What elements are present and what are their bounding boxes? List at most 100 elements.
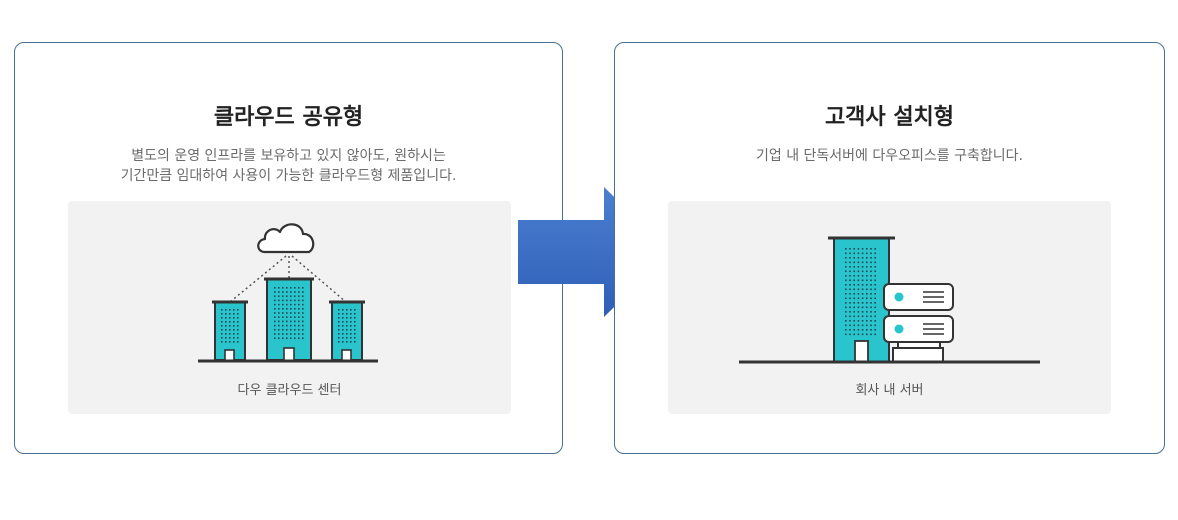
- window-dot: [845, 279, 847, 282]
- window-dot: [274, 333, 276, 335]
- window-dot: [278, 303, 280, 306]
- window-dot: [874, 306, 876, 309]
- window-dot: [225, 313, 227, 315]
- window-dot: [874, 248, 876, 250]
- on-premise-description: 기업 내 단독서버에 다우오피스를 구축합니다.: [615, 146, 1164, 166]
- window-dot: [286, 316, 288, 318]
- window-dot: [870, 270, 872, 273]
- window-dot: [342, 333, 344, 335]
- window-dot: [278, 295, 280, 297]
- window-dot: [346, 325, 348, 327]
- window-dot: [857, 275, 860, 277]
- window-dot: [870, 315, 872, 318]
- window-dot: [286, 287, 288, 289]
- window-dot: [286, 324, 288, 327]
- window-dot: [857, 293, 860, 295]
- window-dot: [233, 321, 235, 323]
- window-dot: [274, 291, 276, 293]
- window-dot: [233, 317, 235, 319]
- window-dot: [338, 321, 340, 323]
- window-dot: [290, 324, 292, 327]
- window-dot: [845, 302, 847, 304]
- on-premise-card: 고객사 설치형 기업 내 단독서버에 다우오피스를 구축합니다.: [614, 42, 1165, 454]
- building-center-icon: [264, 277, 314, 362]
- window-dot: [845, 324, 847, 327]
- window-dot: [221, 341, 223, 343]
- window-dot: [342, 329, 344, 331]
- window-dot: [845, 266, 847, 268]
- window-dot: [237, 309, 239, 311]
- window-dot: [294, 287, 296, 289]
- window-dot: [278, 287, 280, 289]
- window-dot: [290, 312, 292, 314]
- window-dot: [861, 293, 864, 295]
- window-dot: [874, 288, 876, 291]
- window-dot: [845, 311, 847, 313]
- window-dot: [874, 320, 876, 322]
- window-dot: [845, 293, 847, 295]
- window-dot: [845, 315, 847, 318]
- window-dot: [302, 324, 304, 327]
- window-dot: [853, 293, 855, 295]
- connection-line-left: [229, 255, 287, 303]
- window-dot: [338, 341, 340, 343]
- window-dot: [849, 252, 851, 255]
- window-dot: [849, 270, 851, 273]
- window-dot: [866, 329, 868, 331]
- cloud-shared-title: 클라우드 공유형: [213, 105, 364, 130]
- window-dot: [870, 302, 872, 304]
- window-dot: [278, 291, 280, 293]
- window-dot: [229, 321, 231, 323]
- window-dot: [350, 337, 352, 339]
- window-dot: [849, 288, 851, 291]
- window-dot: [853, 324, 855, 327]
- window-dot: [874, 257, 876, 259]
- window-dot: [274, 303, 276, 306]
- window-dot: [290, 287, 292, 289]
- window-dot: [870, 320, 872, 322]
- window-dot: [853, 297, 855, 300]
- window-dot: [286, 329, 288, 331]
- server-unit-upper: [883, 283, 954, 311]
- window-dot: [874, 297, 876, 300]
- window-dot: [274, 312, 276, 314]
- window-dot: [857, 306, 860, 309]
- window-dot: [229, 341, 231, 343]
- window-dot: [274, 287, 276, 289]
- window-dot: [233, 325, 235, 327]
- window-dot: [874, 275, 876, 277]
- window-dot: [278, 316, 280, 318]
- window-dot: [342, 317, 344, 319]
- server-stack-icon: [883, 283, 954, 363]
- window-dot: [294, 324, 296, 327]
- window-dot: [861, 329, 864, 331]
- window-dot: [845, 284, 847, 286]
- cloud-shared-desc-line-1: 별도의 운영 인프라를 보유하고 있지 않아도, 원하시는: [131, 148, 446, 164]
- window-dot: [870, 329, 872, 331]
- window-dot: [282, 291, 284, 293]
- window-dot: [294, 295, 296, 297]
- window-dot: [857, 302, 860, 304]
- window-dot: [849, 306, 851, 309]
- window-dot: [870, 252, 872, 255]
- window-dot: [302, 287, 304, 289]
- window-dot: [294, 316, 296, 318]
- window-dot: [237, 329, 239, 331]
- window-dot: [221, 325, 223, 327]
- window-dot: [282, 308, 284, 310]
- window-dot: [849, 279, 851, 282]
- window-dot: [849, 329, 851, 331]
- window-dot: [298, 287, 300, 289]
- window-dot: [849, 293, 851, 295]
- window-dot: [229, 309, 231, 311]
- window-dot: [298, 308, 300, 310]
- window-dot: [302, 295, 304, 297]
- window-dot: [354, 317, 356, 319]
- window-dot: [229, 317, 231, 319]
- window-dot: [274, 320, 276, 323]
- window-dot: [350, 341, 352, 343]
- window-dot: [221, 333, 223, 335]
- window-dot: [274, 337, 276, 339]
- window-dot: [346, 341, 348, 343]
- window-dot: [866, 284, 868, 286]
